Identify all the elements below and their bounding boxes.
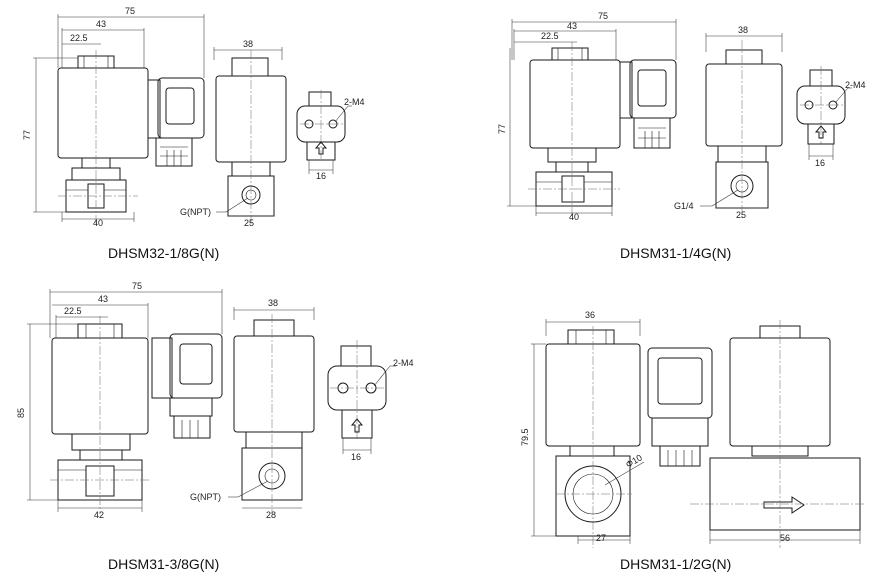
dimensions: 75 43 22.5 77 40: [22, 6, 205, 228]
dim-side-width: 38: [268, 298, 278, 308]
side-coil: [233, 335, 315, 433]
dim-coil-width: 36: [585, 310, 595, 320]
dim-side-width: 38: [243, 39, 253, 49]
dim-coil-width: 43: [567, 21, 577, 31]
dim-overall-width: 75: [132, 281, 142, 291]
dim-port-diameter: Φ10: [624, 452, 644, 469]
hex-nut: [569, 445, 615, 457]
front-view: [528, 42, 677, 218]
connector-window: [179, 343, 213, 385]
dim-mount-width: 16: [351, 452, 361, 462]
dimensions: 75 43 22.5 85 42: [16, 281, 223, 520]
connector-neck: [619, 61, 633, 119]
coil-body: [57, 67, 149, 159]
dim-height: 77: [497, 124, 507, 134]
flow-arrow-icon: [314, 141, 328, 155]
drawing-dhsm31-1-4g: 75 43 22.5 77 40 38: [497, 11, 866, 261]
connector: [647, 347, 713, 467]
mount-view: 2-M4 16: [296, 90, 365, 181]
mount-screws-label: 2-M4: [393, 358, 414, 368]
connector-base: [651, 417, 709, 447]
dim-port-width: 25: [736, 210, 746, 220]
thread-label: G(NPT): [180, 207, 211, 217]
flow-arrow-icon: [814, 125, 828, 139]
side-view: 38 25 G(NPT): [180, 39, 287, 228]
connector-box: [157, 77, 205, 139]
coil-nut: [551, 47, 589, 61]
coil-body: [529, 59, 621, 149]
dim-coil-width: 43: [98, 294, 108, 304]
model-caption: DHSM32-1/8G(N): [108, 245, 219, 261]
mount-screws-label: 2-M4: [845, 80, 866, 90]
dimensions: 75 43 22.5 77 40: [497, 11, 677, 222]
front-view: 36 Φ10 79.5 27: [520, 310, 645, 548]
flow-arrow-icon: [350, 418, 364, 433]
dim-overall-width: 75: [598, 11, 608, 21]
mount-bottom: [341, 409, 373, 439]
dim-half-width: 22.5: [541, 31, 559, 41]
dim-base-right: 56: [780, 533, 790, 543]
cable-gland: [173, 415, 211, 439]
drawing-dhsm32-1-8g: 75 43 22.5 77 40 38: [22, 6, 365, 261]
model-caption: DHSM31-3/8G(N): [108, 556, 219, 572]
side-nut: [725, 49, 763, 65]
dim-height: 79.5: [520, 428, 530, 446]
connector-window: [165, 87, 195, 125]
armature-tube: [79, 449, 123, 461]
dim-base-left: 27: [596, 533, 606, 543]
side-view: 38 25 G1/4: [674, 25, 783, 220]
coil-nut: [567, 329, 615, 345]
connector-window: [657, 357, 703, 405]
connector-neck: [147, 79, 161, 139]
side-view: 56: [690, 320, 866, 548]
dim-base-width: 40: [93, 218, 103, 228]
mount-top: [340, 345, 372, 367]
thread-label: G(NPT): [190, 492, 221, 502]
dim-port-width: 28: [266, 510, 276, 520]
connector-box: [629, 59, 677, 119]
dim-base-width: 40: [569, 212, 579, 222]
dim-coil-width: 43: [96, 19, 106, 29]
side-view: 38 28 G(NPT): [190, 298, 315, 520]
thread-label: G1/4: [674, 201, 694, 211]
dim-height: 85: [16, 408, 26, 418]
dim-port-width: 25: [244, 218, 254, 228]
mount-screws-label: 2-M4: [344, 97, 365, 107]
front-view: [57, 50, 205, 225]
side-coil: [705, 63, 783, 147]
cable-gland: [659, 445, 701, 467]
dim-mount-width: 16: [815, 158, 825, 168]
side-hex: [245, 431, 303, 449]
dim-height: 77: [22, 130, 32, 140]
side-nut: [231, 57, 269, 77]
mount-bottom: [807, 123, 835, 145]
model-caption: DHSM31-1/4G(N): [620, 245, 731, 261]
drawing-dhsm31-1-2g: 36 Φ10 79.5 27: [520, 310, 866, 572]
front-view: [50, 316, 223, 514]
port-circle: [258, 462, 286, 490]
side-nut: [253, 319, 295, 337]
connector-window: [637, 69, 667, 107]
dim-overall-width: 75: [125, 6, 135, 16]
dim-mount-width: 16: [316, 171, 326, 181]
mount-view: 2-M4 16: [327, 340, 414, 462]
dim-base-width: 42: [94, 510, 104, 520]
drawing-dhsm31-3-8g: 75 43 22.5 85 42 38: [16, 281, 414, 572]
model-caption: DHSM31-1/2G(N): [620, 556, 731, 572]
dim-half-width: 22.5: [70, 33, 88, 43]
flow-arrow-icon: [763, 496, 805, 514]
mount-bottom: [306, 141, 336, 161]
side-body: [709, 457, 861, 531]
connector-base: [169, 397, 213, 417]
mount-view: 2-M4 16: [796, 66, 866, 168]
connector-neck: [151, 337, 173, 399]
mount-top: [308, 91, 332, 107]
dim-side-width: 38: [738, 25, 748, 35]
hex-nut: [71, 433, 131, 451]
dim-half-width: 22.5: [64, 306, 82, 316]
